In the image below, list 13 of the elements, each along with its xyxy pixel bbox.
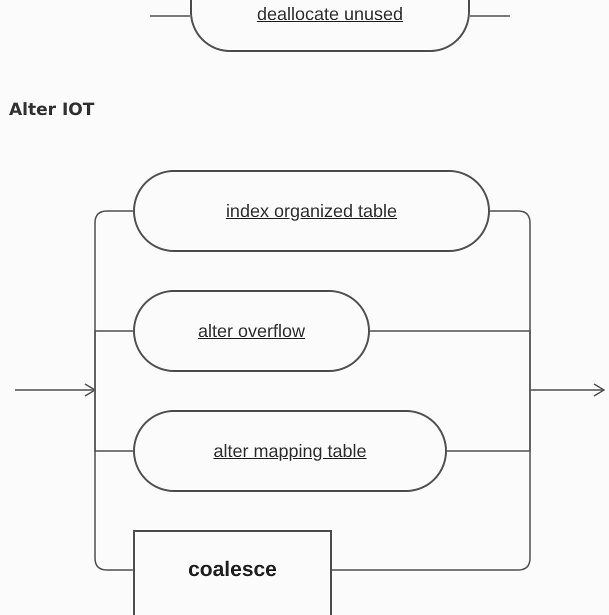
connector-line [94, 390, 133, 571]
connector-line [470, 15, 510, 17]
section-heading: Alter IOT [9, 99, 94, 122]
connector-line [370, 330, 531, 390]
element-link: deallocate unused [256, 3, 404, 26]
connector-line [150, 15, 190, 17]
element-link: index organized table [226, 200, 398, 223]
keyword-box [133, 530, 332, 615]
element-link: alter overflow [198, 320, 306, 342]
keyword-label: coalesce [188, 557, 277, 583]
connector-line [332, 390, 531, 571]
element-link: alter mapping table [213, 440, 367, 463]
connector-line [94, 330, 133, 390]
